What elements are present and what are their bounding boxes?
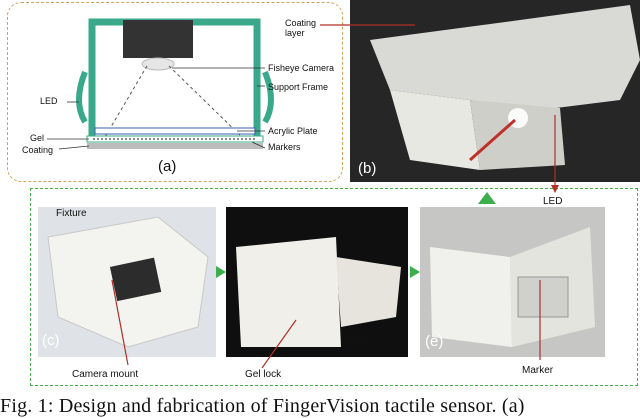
- panel-b-photo: [350, 0, 640, 182]
- led-pointer-arrow: [551, 115, 559, 193]
- panel-d-photo: [226, 207, 408, 357]
- figure-caption: Fig. 1: Design and fabrication of Finger…: [0, 395, 525, 417]
- label-camera-mount: Camera mount: [72, 369, 139, 380]
- right-arrow-icon-1: [216, 266, 226, 278]
- tag-e: (e): [425, 333, 444, 350]
- label-support-frame: Support Frame: [268, 82, 329, 92]
- label-led: LED: [40, 96, 58, 106]
- label-fixture: Fixture: [56, 208, 87, 219]
- label-marker: Marker: [522, 365, 554, 376]
- camera-body: [123, 20, 193, 58]
- tag-b: (b): [358, 160, 377, 177]
- fabrication-group-frame: [30, 188, 638, 386]
- fisheye-lens: [141, 57, 175, 71]
- coating-layer-arrow: [320, 24, 415, 26]
- tag-a: (a): [158, 158, 177, 175]
- panel-c-photo: [38, 207, 216, 357]
- label-acrylic-plate: Acrylic Plate: [268, 126, 318, 136]
- label-led-e: LED: [543, 196, 563, 207]
- schematic-diagram: [47, 18, 274, 150]
- label-gel: Gel: [30, 133, 45, 143]
- label-gel-lock: Gel lock: [245, 369, 282, 380]
- up-arrow-icon: [478, 192, 496, 204]
- label-markers: Markers: [268, 142, 301, 152]
- right-arrow-icon-2: [410, 266, 420, 278]
- bottom-leader-lines: [111, 280, 541, 369]
- tag-d: (d): [345, 333, 364, 350]
- tag-c: (c): [42, 332, 60, 349]
- coating-layer: [87, 143, 263, 149]
- led-left-shape: [76, 70, 88, 124]
- label-fisheye-camera: Fisheye Camera: [268, 63, 335, 73]
- label-coating-layer: Coating layer: [285, 18, 317, 38]
- acrylic-plate: [94, 127, 256, 135]
- label-coating: Coating: [22, 145, 54, 155]
- panel-e-photo: [420, 207, 605, 357]
- coating-top-surface: [370, 5, 640, 110]
- led-right-shape: [262, 70, 274, 124]
